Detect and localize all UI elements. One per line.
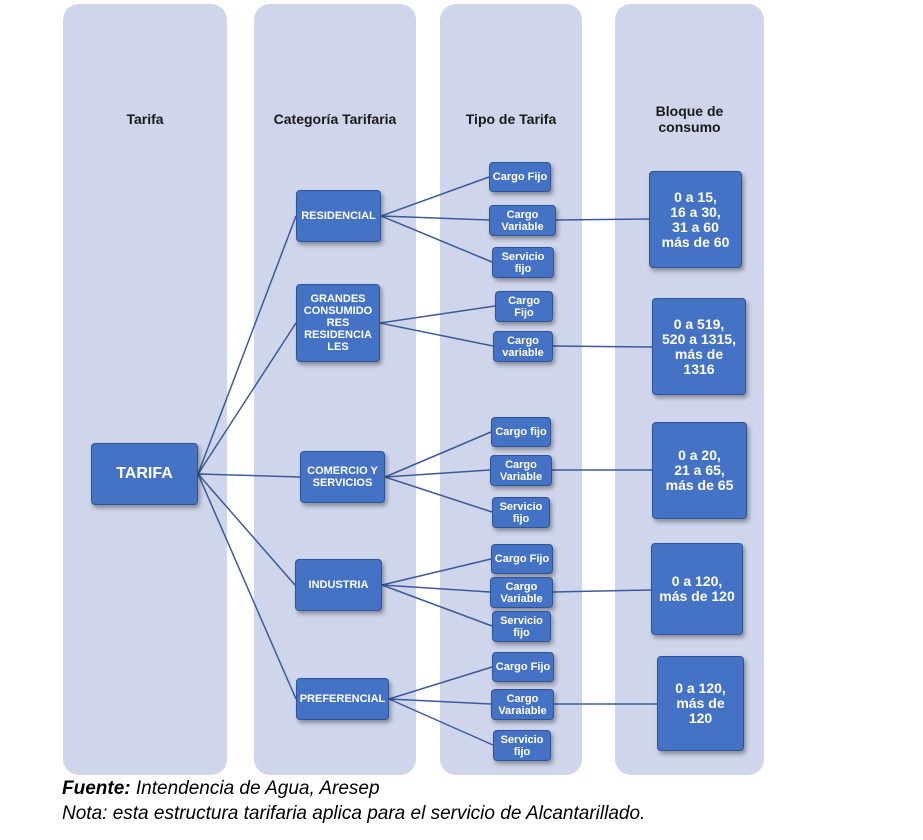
connector-res-servicio xyxy=(380,215,493,263)
category-preferencial: PREFERENCIAL xyxy=(296,678,389,720)
tipo-comercio-servicio-fijo: Servicio fijo xyxy=(492,497,550,528)
tipo-comercio-cargo-variable: Cargo Variable xyxy=(490,455,552,486)
bloque-comercio: 0 a 20, 21 a 65, más de 65 xyxy=(652,422,747,519)
root-tarifa-box: TARIFA xyxy=(91,443,198,505)
connector-com-fijo xyxy=(384,431,492,478)
connector-root-preferencial xyxy=(197,473,297,700)
connector-res-variable xyxy=(380,215,490,221)
connector-root-grandes xyxy=(197,322,297,475)
connector-res-bloque xyxy=(555,218,650,221)
tipo-preferencial-cargo-variable: Cargo Varaiable xyxy=(491,689,554,720)
connector-gra-fijo xyxy=(379,305,496,324)
connector-ind-servicio xyxy=(381,584,493,627)
connector-gra-variable xyxy=(379,322,494,347)
tipo-industria-cargo-fijo: Cargo Fijo xyxy=(491,544,553,574)
column-categoria xyxy=(254,4,416,775)
column-header-tipo: Tipo de Tarifa xyxy=(465,111,557,127)
tipo-industria-cargo-variable: Cargo Variable xyxy=(490,577,553,608)
tipo-preferencial-servicio-fijo: Servicio fijo xyxy=(493,730,551,761)
note-line: Nota: esta estructura tarifaria aplica p… xyxy=(62,803,646,824)
connector-ind-variable xyxy=(381,584,491,593)
tipo-preferencial-cargo-fijo: Cargo Fijo xyxy=(492,652,554,682)
connector-root-residencial xyxy=(197,215,297,475)
connector-ind-fijo xyxy=(381,558,492,586)
source-label: Fuente: xyxy=(62,778,131,799)
source-text: Intendencia de Agua, Aresep xyxy=(130,778,380,799)
source-line: Fuente: Intendencia de Agua, Aresep xyxy=(62,778,380,800)
connector-com-variable xyxy=(384,469,491,478)
bloque-industria: 0 a 120, más de 120 xyxy=(651,543,743,635)
tipo-industria-servicio-fijo: Servicio fijo xyxy=(492,611,551,642)
tipo-residencial-cargo-fijo: Cargo Fijo xyxy=(489,162,551,192)
connector-gra-bloque xyxy=(552,345,653,348)
column-header-bloque: Bloque de consumo xyxy=(655,103,724,135)
connector-root-industria xyxy=(197,473,296,586)
connector-ind-bloque xyxy=(552,589,652,593)
bloque-preferencial: 0 a 120, más de 120 xyxy=(657,656,744,751)
column-tipo xyxy=(440,4,582,775)
column-tarifa xyxy=(63,4,227,775)
connector-res-fijo xyxy=(380,176,490,217)
category-industria: INDUSTRIA xyxy=(295,559,382,611)
connector-pre-variable xyxy=(388,698,492,705)
category-comercio-servicios: COMERCIO Y SERVICIOS xyxy=(300,451,385,503)
tipo-residencial-servicio-fijo: Servicio fijo xyxy=(492,247,554,278)
connector-pre-fijo xyxy=(388,666,493,700)
category-grandes-consumidores: GRANDES CONSUMIDO RES RESIDENCIA LES xyxy=(296,284,380,362)
connector-root-comercio xyxy=(197,473,301,478)
bloque-residencial: 0 a 15, 16 a 30, 31 a 60 más de 60 xyxy=(649,171,742,268)
connector-pre-servicio xyxy=(388,698,494,746)
tipo-grandes-cargo-variable: Cargo variable xyxy=(493,331,553,362)
connector-com-servicio xyxy=(384,476,493,513)
column-header-tarifa: Tarifa xyxy=(126,111,164,127)
tipo-grandes-cargo-fijo: Cargo Fijo xyxy=(495,291,553,322)
tipo-comercio-cargo-fijo: Cargo fijo xyxy=(491,417,551,447)
category-residencial: RESIDENCIAL xyxy=(296,190,381,242)
bloque-grandes: 0 a 519, 520 a 1315, más de 1316 xyxy=(652,298,746,395)
column-header-categoria: Categoría Tarifaria xyxy=(273,111,397,127)
tipo-residencial-cargo-variable: Cargo Variable xyxy=(489,205,556,236)
